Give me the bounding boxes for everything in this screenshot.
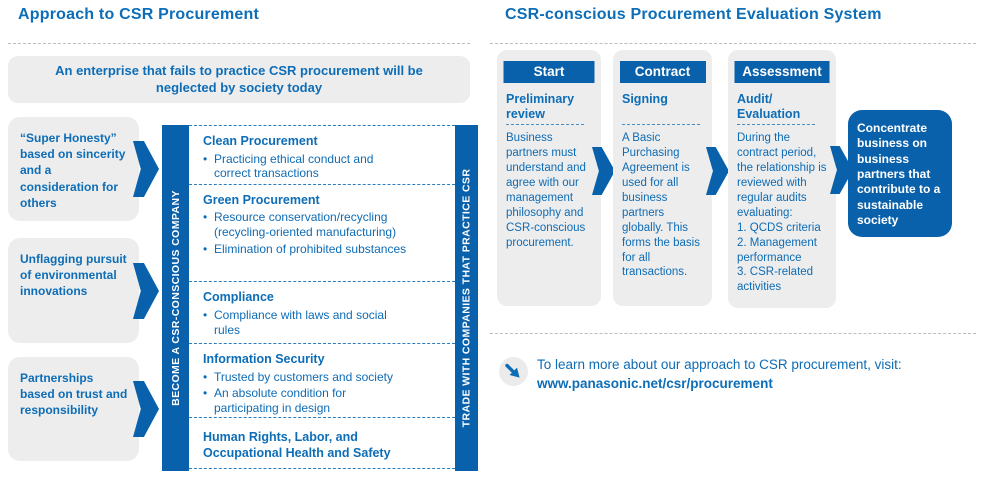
left-title-divider [8,43,470,44]
step-subtitle: Signing [622,92,700,125]
become-csr-company-bar-label: BECOME A CSR-CONSCIOUS COMPANY [169,190,182,406]
outcome-box: Concentrate business on business partner… [848,110,952,237]
step-card-assessment: Assessment Audit/ Evaluation During the … [728,50,836,308]
learn-more-block: To learn more about our approach to CSR … [537,356,902,394]
step-subtitle: Preliminary review [506,92,584,125]
footer-divider [490,333,976,334]
se-arrow-icon [499,357,528,386]
step-subtitle: Audit/ Evaluation [737,92,815,125]
step-card-contract: Contract Signing A Basic Purchasing Agre… [613,50,712,306]
principle-box-super-honesty: “Super Honesty” based on sincerity and a… [8,117,139,221]
section-compliance: Compliance Compliance with laws and soci… [189,281,455,343]
step-body: During the contract period, the relation… [737,132,827,294]
section-title: Clean Procurement [203,134,318,148]
link-url[interactable]: www.panasonic.net/csr/procurement [537,375,773,391]
bullet-item: Practicing ethical conduct and correct t… [203,152,409,181]
principle-box-environmental: Unflagging pursuit of environmental inno… [8,238,139,343]
step-body: A Basic Purchasing Agreement is used for… [622,132,700,279]
right-panel-title: CSR-conscious Procurement Evaluation Sys… [505,6,882,23]
step-card-start: Start Preliminary review Business partne… [497,50,601,306]
bullet-item: Trusted by customers and society [203,370,409,385]
banner-statement: An enterprise that fails to practice CSR… [8,56,470,103]
right-title-divider [490,43,976,44]
link-intro: To learn more about our approach to CSR … [537,357,902,372]
left-panel-title: Approach to CSR Procurement [18,6,259,23]
become-csr-company-bar: BECOME A CSR-CONSCIOUS COMPANY [162,125,189,471]
bullet-item: Compliance with laws and social rules [203,308,409,337]
section-title: Human Rights, Labor, and Occupational He… [203,430,391,460]
principle-box-partnerships: Partnerships based on trust and responsi… [8,357,139,461]
trade-with-csr-companies-bar: TRADE WITH COMPANIES THAT PRACTICE CSR [455,125,478,471]
bullet-item: Elimination of prohibited substances [203,242,409,257]
bullet-item: An absolute condition for participating … [203,386,409,415]
trade-with-csr-companies-bar-label: TRADE WITH COMPANIES THAT PRACTICE CSR [460,168,473,428]
procurement-sections: Clean Procurement Practicing ethical con… [189,125,455,469]
step-header-contract: Contract [619,61,706,83]
section-human-rights: Human Rights, Labor, and Occupational He… [189,417,455,468]
section-information-security: Information Security Trusted by customer… [189,343,455,417]
step-header-assessment: Assessment [734,61,830,83]
bullet-item: Resource conservation/recycling (recycli… [203,210,409,239]
section-title: Green Procurement [203,192,320,207]
step-header-start: Start [503,61,595,83]
section-title: Information Security [203,352,325,367]
section-title: Compliance [203,290,274,305]
step-body: Business partners must understand and ag… [506,132,586,249]
section-green-procurement: Green Procurement Resource conservation/… [189,183,455,282]
section-clean-procurement: Clean Procurement Practicing ethical con… [189,125,455,184]
